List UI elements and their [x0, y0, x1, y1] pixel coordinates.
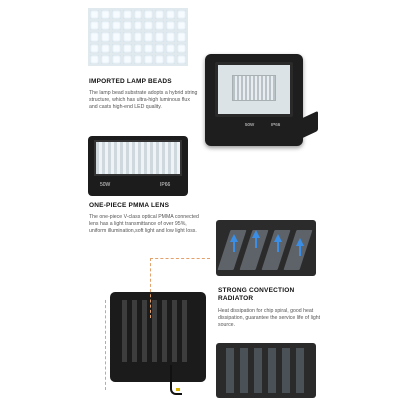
led-bead: [100, 43, 110, 53]
led-bead: [155, 21, 165, 31]
airflow-arrow-icon: [230, 234, 238, 242]
lens-closeup-image: 50W IP66: [88, 136, 188, 196]
led-bead: [90, 10, 99, 20]
power-cable: [170, 365, 182, 395]
led-bead: [177, 21, 186, 31]
led-bead: [166, 43, 176, 53]
led-bead: [111, 54, 121, 64]
led-bead: [177, 32, 186, 42]
led-bead: [111, 10, 121, 20]
airflow-arrow-icon: [296, 238, 304, 246]
led-bead: [133, 10, 143, 20]
radiator-detail-image: [216, 343, 316, 398]
led-bead: [90, 32, 99, 42]
section-title-radiator: STRONG CONVECTION RADIATOR: [218, 287, 295, 302]
ip-rating-label: IP66: [271, 122, 281, 127]
led-bead: [100, 32, 110, 42]
led-bead: [100, 21, 110, 31]
led-bead: [166, 21, 176, 31]
led-bead: [144, 21, 154, 31]
led-bead: [133, 54, 143, 64]
section-desc-pmma-lens: The one-piece V-class optical PMMA conne…: [89, 214, 199, 234]
section-title-lamp-beads: IMPORTED LAMP BEADS: [89, 78, 172, 85]
led-bead: [111, 21, 121, 31]
led-bead: [166, 10, 176, 20]
section-title-pmma-lens: ONE-PIECE PMMA LENS: [89, 202, 170, 209]
airflow-arrow-icon: [252, 230, 260, 238]
led-bead: [177, 54, 186, 64]
led-bead: [177, 10, 186, 20]
led-bead: [144, 32, 154, 42]
led-bead: [144, 10, 154, 20]
led-beads-image: [88, 8, 188, 66]
floodlight-lens: [215, 62, 293, 117]
led-bead: [122, 10, 132, 20]
led-bead: [155, 54, 165, 64]
led-bead: [111, 43, 121, 53]
led-bead: [155, 10, 165, 20]
fixture-back-image: [110, 292, 206, 382]
callout-connector: [150, 258, 210, 318]
led-bead: [177, 43, 186, 53]
led-bead: [122, 54, 132, 64]
lens-wattage-label: 50W: [100, 182, 111, 188]
heatsink-fins-image: [216, 220, 316, 276]
led-bead: [90, 21, 99, 31]
section-desc-radiator: Heat dissipation for chip spiral, good h…: [218, 308, 321, 328]
led-bead: [90, 43, 99, 53]
airflow-arrow-icon: [274, 234, 282, 242]
wattage-label: 50W: [245, 122, 255, 127]
led-bead: [111, 32, 121, 42]
led-bead: [122, 43, 132, 53]
led-bead: [155, 43, 165, 53]
floodlight-product-image: 50W IP66: [205, 54, 303, 146]
cable-wire-end: [176, 388, 180, 391]
lens-ip-label: IP66: [160, 182, 171, 188]
led-bead: [122, 21, 132, 31]
led-bead: [133, 21, 143, 31]
led-bead: [133, 32, 143, 42]
led-bead: [166, 32, 176, 42]
led-bead: [155, 32, 165, 42]
led-bead: [166, 54, 176, 64]
led-bead: [133, 43, 143, 53]
led-bead: [90, 54, 99, 64]
led-bead: [144, 54, 154, 64]
led-bead: [144, 43, 154, 53]
led-bead: [122, 32, 132, 42]
callout-connector: [105, 300, 106, 390]
led-bead: [100, 10, 110, 20]
section-desc-lamp-beads: The lamp bead substrate adopts a hybrid …: [89, 90, 198, 110]
led-bead: [100, 54, 110, 64]
